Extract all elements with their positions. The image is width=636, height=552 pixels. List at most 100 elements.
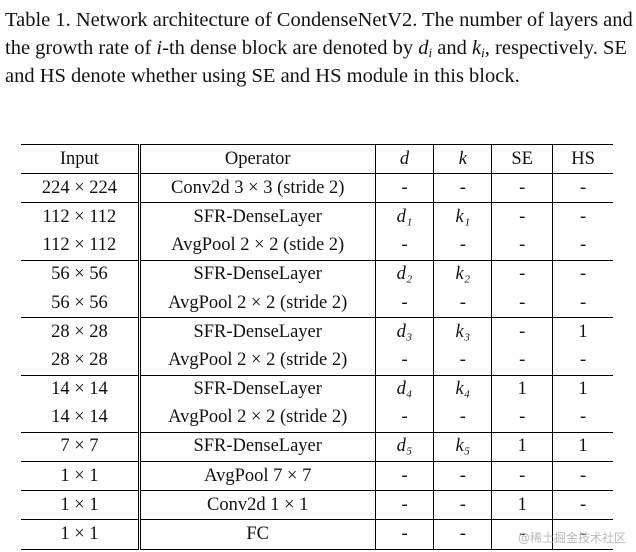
caption-text-3: and	[432, 37, 473, 59]
cell-se: -	[491, 519, 554, 550]
cell-input: 1 × 1	[21, 519, 141, 550]
cell-k: -	[433, 519, 493, 550]
cell-hs: -	[579, 206, 587, 227]
cell-se: 1	[491, 375, 554, 404]
cell-input: 56 × 56	[21, 260, 141, 289]
cell-d: -	[375, 288, 435, 318]
cell-input: 112 × 112	[21, 202, 141, 232]
cell-operator: SFR-DenseLayer	[139, 375, 376, 404]
cell-hs: -	[579, 177, 587, 198]
cell-d: d₄	[375, 375, 435, 404]
cell-d: -	[375, 490, 435, 520]
cell-d: -	[375, 403, 435, 433]
cell-operator: AvgPool 2 × 2 (stride 2)	[139, 288, 376, 318]
cell-se: -	[491, 346, 554, 375]
header-se: SE	[491, 144, 554, 174]
table-header-row: Input Operator d k SE HS	[21, 144, 613, 174]
cell-hs: 1	[578, 436, 588, 457]
cell-operator: AvgPool 2 × 2 (stride 2)	[139, 346, 376, 375]
cell-k: k₄	[433, 375, 493, 404]
cell-d: -	[375, 173, 435, 203]
cell-d: d₂	[375, 260, 435, 289]
cell-k: -	[433, 173, 493, 203]
cell-input: 1 × 1	[21, 490, 141, 520]
cell-se: -	[491, 173, 554, 203]
cell-se: -	[491, 202, 554, 232]
cell-operator: FC	[139, 519, 376, 550]
cell-hs: -	[579, 524, 587, 545]
cell-k: -	[433, 403, 493, 433]
cell-operator: Conv2d 3 × 3 (stride 2)	[139, 173, 376, 203]
cell-d: -	[375, 461, 435, 491]
cell-k: -	[433, 346, 493, 375]
cell-hs: -	[579, 494, 587, 515]
cell-se: 1	[491, 432, 554, 462]
cell-input: 28 × 28	[21, 317, 141, 347]
cell-operator: SFR-DenseLayer	[139, 317, 376, 347]
cell-d: -	[375, 346, 435, 375]
cell-se: -	[491, 403, 554, 433]
caption-text-2: -th dense block are denoted by	[162, 37, 419, 59]
cell-se: -	[491, 317, 554, 347]
cell-k: -	[433, 490, 493, 520]
table-caption: Table 1. Network architecture of Condens…	[5, 6, 633, 90]
caption-var-i: i	[156, 37, 163, 59]
header-k: k	[433, 144, 493, 174]
cell-hs: -	[579, 264, 587, 285]
cell-operator: AvgPool 2 × 2 (stride 2)	[139, 403, 376, 433]
cell-se: 1	[491, 490, 554, 520]
cell-d: d₅	[375, 432, 435, 462]
cell-operator: AvgPool 2 × 2 (stide 2)	[139, 231, 376, 261]
cell-input: 56 × 56	[21, 288, 141, 318]
header-operator: Operator	[139, 144, 376, 174]
cell-k: k₁	[433, 202, 493, 232]
watermark: @稀土掘金技术社区	[517, 531, 626, 545]
cell-operator: SFR-DenseLayer	[139, 202, 376, 232]
cell-se: -	[491, 260, 554, 289]
cell-hs: -	[579, 292, 587, 313]
cell-k: k₅	[433, 432, 493, 462]
cell-operator: AvgPool 7 × 7	[139, 461, 376, 491]
cell-input: 14 × 14	[21, 375, 141, 404]
header-input: Input	[21, 144, 141, 174]
cell-d: d₁	[375, 202, 435, 232]
cell-input: 28 × 28	[21, 346, 141, 375]
cell-input: 7 × 7	[21, 432, 141, 462]
cell-se: -	[491, 461, 554, 491]
cell-se: -	[491, 288, 554, 318]
caption-text-1: Network architecture of CondenseNetV2. T…	[5, 9, 633, 59]
header-hs: HS	[571, 148, 595, 169]
cell-se: -	[491, 231, 554, 261]
cell-k: -	[433, 288, 493, 318]
cell-input: 224 × 224	[21, 173, 141, 203]
caption-var-k: k	[472, 37, 482, 59]
cell-input: 14 × 14	[21, 403, 141, 433]
cell-input: 112 × 112	[21, 231, 141, 261]
cell-hs: -	[579, 465, 587, 486]
header-d: d	[375, 144, 435, 174]
cell-hs: -	[579, 407, 587, 428]
cell-d: -	[375, 231, 435, 261]
caption-sub-d: i	[428, 45, 433, 60]
cell-k: k₂	[433, 260, 493, 289]
cell-k: -	[433, 461, 493, 491]
cell-hs: -	[579, 235, 587, 256]
caption-var-d: d	[418, 37, 429, 59]
caption-label: Table 1.	[5, 9, 71, 31]
caption-sub-k: i	[481, 45, 485, 60]
cell-k: -	[433, 231, 493, 261]
cell-d: -	[375, 519, 435, 550]
